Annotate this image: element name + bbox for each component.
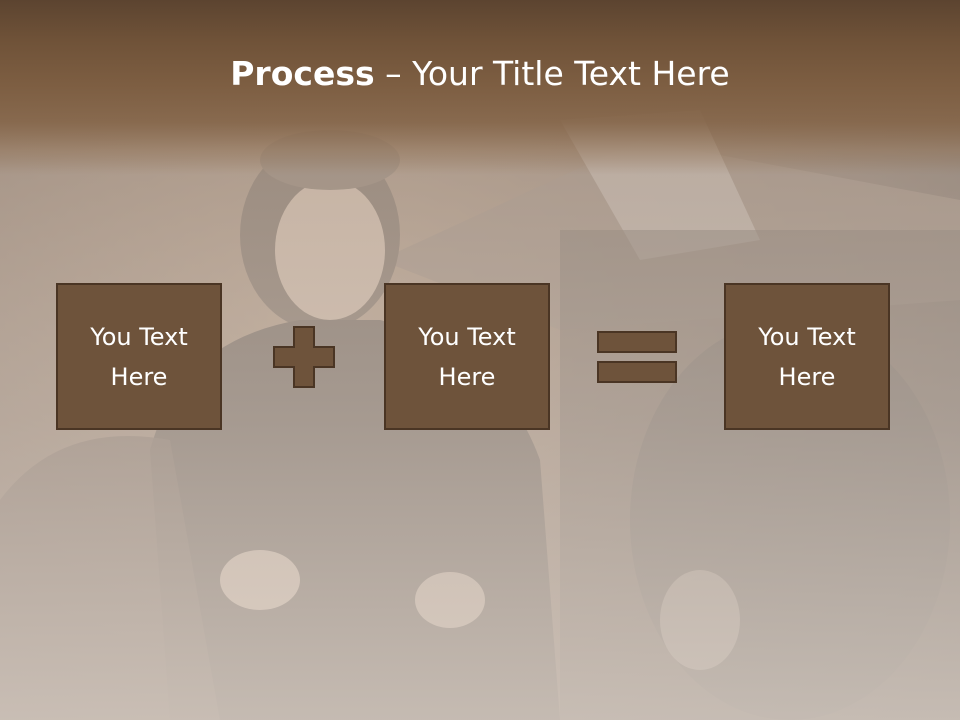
process-box-3[interactable]: You Text Here <box>724 283 890 430</box>
process-box-1[interactable]: You Text Here <box>56 283 222 430</box>
plus-icon <box>273 326 335 388</box>
process-box-2[interactable]: You Text Here <box>384 283 550 430</box>
slide-title: Process – Your Title Text Here <box>0 52 960 96</box>
title-rest-part: – Your Title Text Here <box>374 54 730 93</box>
process-box-3-text: You Text Here <box>758 322 856 391</box>
title-band <box>0 0 960 175</box>
process-box-2-text: You Text Here <box>418 322 516 391</box>
title-bold-part: Process <box>230 54 375 93</box>
equals-icon <box>597 331 677 383</box>
process-box-1-text: You Text Here <box>90 322 188 391</box>
